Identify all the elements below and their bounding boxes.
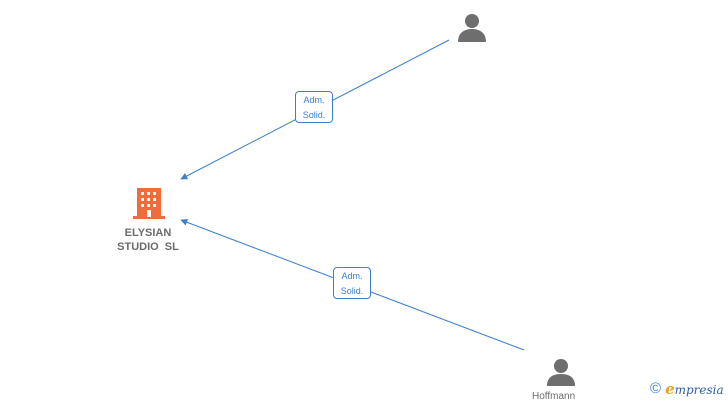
person-name[interactable]: Hoffmann [532,391,576,402]
relation-label[interactable]: Adm. Solid. [333,267,371,299]
relation-role: Adm. [341,271,363,281]
company-name[interactable]: ELYSIAN STUDIO SL [117,227,179,253]
relation-type: Solid. [302,110,326,120]
copyright-icon: © [650,380,662,397]
person-icon[interactable] [458,14,486,42]
brand-logo: © empresia [650,380,724,398]
brand-name: empresia [665,380,724,398]
person-icon[interactable] [547,359,575,386]
relation-role: Adm. [303,95,325,105]
building-icon[interactable] [133,188,165,219]
relation-label[interactable]: Adm. Solid. [295,91,333,123]
relation-type: Solid. [340,286,364,296]
